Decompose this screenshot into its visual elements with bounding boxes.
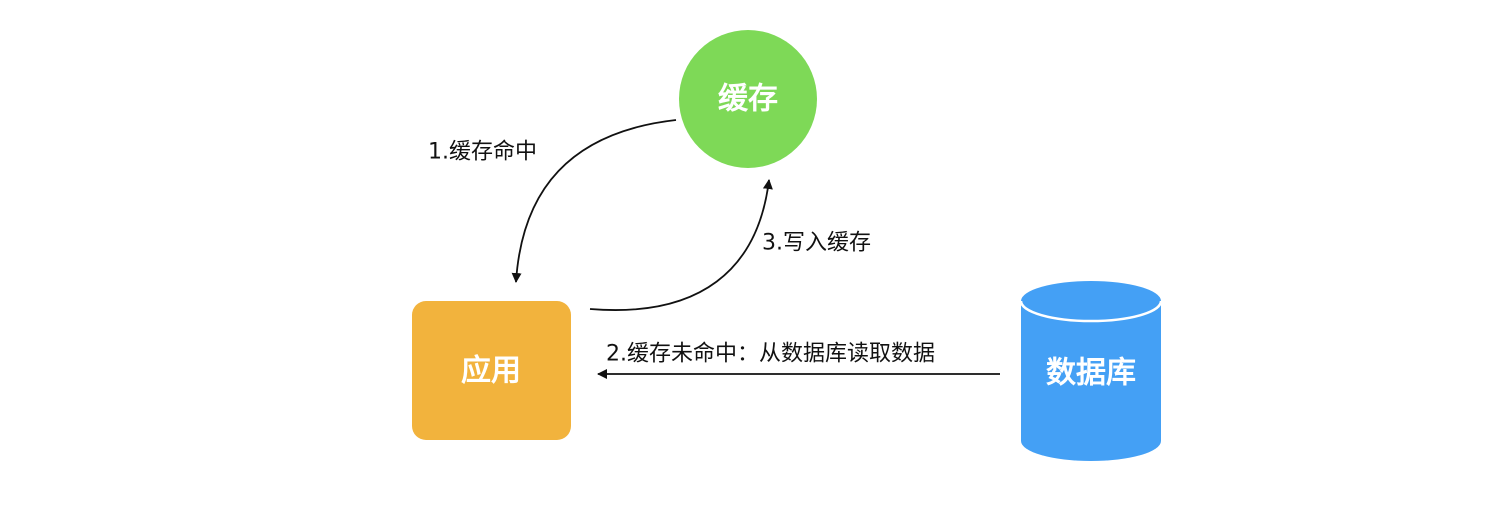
database-cylinder-body	[1021, 301, 1161, 461]
write-cache-arrow	[589, 179, 773, 311]
cache-hit-label: 1.缓存命中	[428, 140, 537, 165]
cache-hit-arrow	[511, 119, 677, 283]
app-box	[412, 301, 571, 440]
edge-cache-hit: 1.缓存命中	[428, 119, 677, 283]
write-cache-label: 3.写入缓存	[762, 231, 871, 256]
database-node-label: 数据库	[1046, 356, 1136, 391]
cache-node: 缓存	[679, 30, 817, 168]
app-node-label: 应用	[461, 354, 521, 389]
cache-circle	[679, 30, 817, 168]
cache-node-label: 缓存	[718, 82, 778, 117]
edge-write-cache: 3.写入缓存	[589, 179, 871, 311]
cache-miss-label: 2.缓存未命中：从数据库读取数据	[606, 342, 935, 367]
edge-cache-miss: 2.缓存未命中：从数据库读取数据	[597, 342, 1000, 379]
database-node: 数据库	[1019, 281, 1163, 461]
app-node: 应用	[412, 301, 571, 440]
database-cylinder-rim	[1019, 300, 1163, 323]
database-cylinder-top	[1021, 281, 1161, 321]
